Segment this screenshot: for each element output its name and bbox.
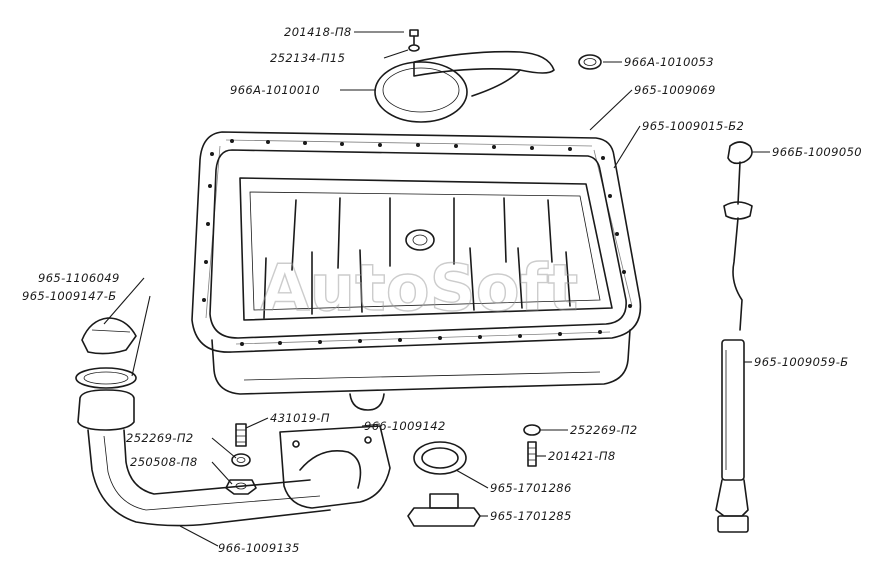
label-neck-ring: 965-1009147-Б bbox=[22, 289, 117, 303]
label-pan: 965-1009015-Б2 bbox=[642, 119, 744, 133]
label-filler-tube: 966-1009135 bbox=[218, 541, 300, 555]
label-bolt-right: 201421-П8 bbox=[548, 449, 616, 463]
label-bolt-top: 201418-П8 bbox=[284, 25, 352, 39]
label-cover: 966А-1010010 bbox=[230, 83, 320, 97]
label-cap: 965-1106049 bbox=[38, 271, 120, 285]
label-dipstick-top: 966Б-1009050 bbox=[772, 145, 862, 159]
label-washer-right: 252269-П2 bbox=[570, 423, 638, 437]
label-washer-left: 252269-П2 bbox=[126, 431, 194, 445]
label-stud: 431019-П bbox=[270, 411, 330, 425]
label-gasket: 965-1009069 bbox=[634, 83, 716, 97]
label-nut-left: 250508-П8 bbox=[130, 455, 198, 469]
leader-lines bbox=[103, 31, 770, 547]
part-labels: 201418-П8 252134-П15 966А-1010010 966А-1… bbox=[22, 25, 862, 555]
left-fasteners bbox=[225, 423, 257, 495]
label-dipstick-tube: 965-1009059-Б bbox=[754, 355, 849, 369]
label-washer-top: 252134-П15 bbox=[270, 51, 345, 65]
dipstick bbox=[715, 141, 753, 533]
label-gasket-ring: 965-1701286 bbox=[490, 481, 572, 495]
drain-parts bbox=[407, 424, 541, 527]
oil-pan bbox=[191, 131, 642, 411]
cover-assembly bbox=[374, 29, 602, 123]
label-ring-right: 966А-1010053 bbox=[624, 55, 714, 69]
bracket bbox=[279, 425, 391, 509]
watermark-text: AutoSoft bbox=[260, 252, 578, 326]
label-bracket: 966-1009142 bbox=[364, 419, 446, 433]
filler-neck bbox=[75, 317, 331, 527]
label-drain-plug: 965-1701285 bbox=[490, 509, 572, 523]
